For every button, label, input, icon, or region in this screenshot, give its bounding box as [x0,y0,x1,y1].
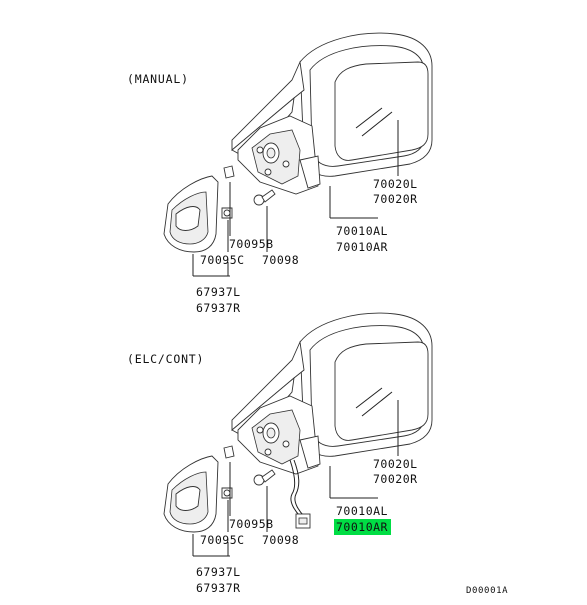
manual-mirror-drawing [163,32,433,277]
elc-mirror-drawing [163,312,433,557]
part-number-assy-left[interactable]: 70010AL [336,504,388,518]
part-number-bolt[interactable]: 70098 [262,253,300,267]
part-number-mirror-left[interactable]: 70020L [373,177,418,191]
part-number-assy-right[interactable]: 70010AR [336,240,388,254]
part-number-assy-right[interactable]: 70010AR [334,519,391,535]
highlighted-part-number[interactable]: 70010AR [334,519,391,535]
part-number-mirror-right[interactable]: 70020R [373,192,418,206]
part-number-cover-left[interactable]: 67937L [196,565,241,579]
part-number-mirror-left[interactable]: 70020L [373,457,418,471]
part-number-cover-right[interactable]: 67937R [196,301,241,315]
part-number-bolt[interactable]: 70098 [262,533,300,547]
section-label-elc: (ELC/CONT) [127,352,205,366]
part-number-cover-clip[interactable]: 70095C [200,533,245,547]
part-number-screw[interactable]: 70095B [229,237,274,251]
part-number-cover-left[interactable]: 67937L [196,285,241,299]
diagram-code: D00001A [466,586,509,596]
section-label-manual: (MANUAL) [127,72,189,86]
part-number-cover-clip[interactable]: 70095C [200,253,245,267]
part-number-mirror-right[interactable]: 70020R [373,472,418,486]
part-number-screw[interactable]: 70095B [229,517,274,531]
part-number-assy-left[interactable]: 70010AL [336,224,388,238]
part-number-cover-right[interactable]: 67937R [196,581,241,595]
